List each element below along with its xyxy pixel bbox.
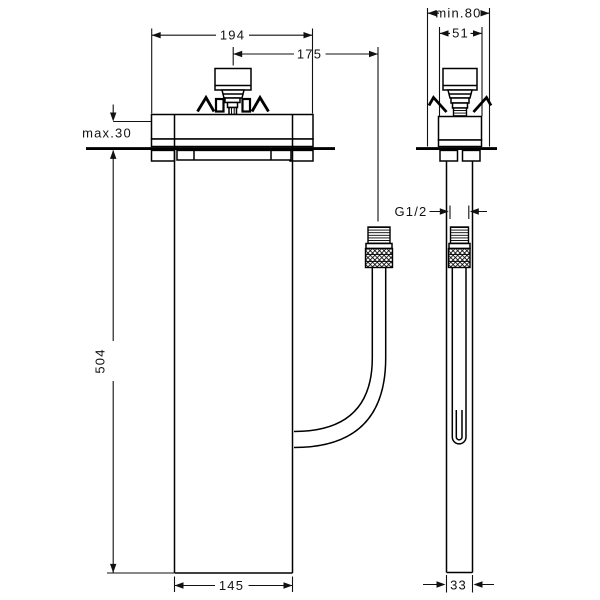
mounting-body-front [86,113,335,574]
dimension-hose-offset: 175 [232,47,379,222]
mounting-body-side [416,115,497,574]
hose-thread-icon [367,226,391,245]
dimension-min-clearance: min.80 [426,6,491,147]
faucet-handle-front [196,67,270,116]
plate-width-label: 194 [220,28,245,43]
body-height-label: 504 [93,348,108,373]
hose-nut-icon [364,247,394,269]
body-width-label: 145 [219,578,244,593]
front-view: 194 175 max.30 504 14 [82,28,394,593]
faucet-handle-side [427,67,493,117]
dimension-body-width: 145 [173,576,294,593]
dimension-column-depth: 33 [423,575,494,593]
dimension-body-height: 504 [93,149,174,574]
arrow-right-icon [439,208,449,215]
arrow-left-icon [233,50,243,58]
arrow-right-icon [473,30,482,37]
hose-offset-label: 175 [297,47,322,62]
dimension-thread-size: G1/2 [395,204,487,219]
side-view: min.80 51 [395,6,497,593]
hose-side [447,226,471,445]
arrow-left-icon [427,10,437,17]
hose-thread-icon [449,226,470,245]
arrow-right-icon [283,582,293,589]
arrow-up-icon [110,149,117,159]
arrow-left-icon [439,30,449,37]
body-column [445,161,474,574]
mounting-clip-icon [427,95,493,113]
hose-front [293,226,394,449]
body-column [173,114,294,574]
dimension-plate-width: 194 [151,28,314,114]
arrow-left-icon [174,582,184,589]
arrow-left-icon [473,581,483,588]
arrow-left-icon [469,208,479,215]
dimension-deck-thickness: max.30 [82,104,152,141]
arrow-down-icon [110,112,117,122]
body-depth-label: 51 [452,26,469,41]
deck-thickness-label: max.30 [82,126,132,141]
arrow-right-icon [480,10,490,17]
thread-size-label: G1/2 [395,204,428,219]
hose-nut-icon [447,247,471,269]
min-clearance-label: min.80 [435,6,481,21]
mounting-clip-icon [196,94,270,113]
column-depth-label: 33 [450,577,467,592]
arrow-right-icon [369,50,378,58]
arrow-left-icon [151,32,161,39]
dimension-body-depth: 51 [438,26,483,116]
arrow-down-icon [110,563,117,573]
arrow-right-icon [436,581,446,588]
arrow-right-icon [303,32,313,39]
